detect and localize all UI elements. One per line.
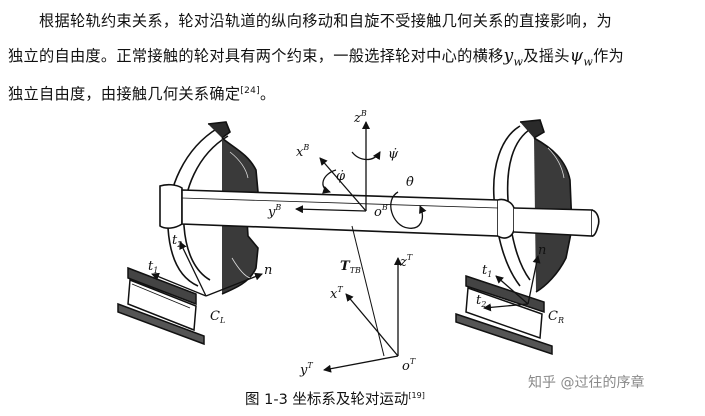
paragraph-text-3b: 。 xyxy=(260,85,276,104)
figure-caption: 图 1-3 坐标系及轮对运动[19] xyxy=(245,391,425,408)
t2-left-label: t2 xyxy=(172,233,182,249)
paragraph-line-2: 独立的自由度。正常接触的轮对具有两个约束，一般选择轮对中心的横移yw及摇头ψw作… xyxy=(8,39,698,74)
paragraph-line-3: 独立自由度，由接触几何关系确定[24]。 xyxy=(8,74,698,109)
left-contact-frame xyxy=(151,241,263,297)
yB-label: yB xyxy=(267,203,281,220)
zT-label: zT xyxy=(399,253,413,270)
transform-T-label: TTB xyxy=(340,259,361,275)
watermark: 知乎 @过往的序章 xyxy=(528,375,645,391)
xT-label: xT xyxy=(330,285,343,302)
right-rail xyxy=(455,274,553,356)
phi-dot-label: φ̇ xyxy=(336,169,346,184)
body-axes xyxy=(295,121,427,357)
paragraph-text-1: 根据轮轨约束关系，轮对沿轨道的纵向移动和自旋不受接触几何关系的直接影响，为 xyxy=(39,12,613,30)
oB-label: oB xyxy=(374,203,388,220)
t2-right-label: t2 xyxy=(476,293,486,309)
n-right-label: n xyxy=(538,243,546,258)
zB-label: zB xyxy=(353,109,367,126)
paragraph-text-2c: 作为 xyxy=(593,47,625,65)
body-paragraph: 根据轮轨约束关系，轮对沿轨道的纵向移动和自旋不受接触几何关系的直接影响，为 独立… xyxy=(8,4,698,109)
paragraph-text-2b: 及摇头 xyxy=(523,47,570,65)
citation-ref: [24] xyxy=(240,86,260,96)
wheelset-coordinate-diagram: zB xB yB oB φ̇ ψ̇ θ̇ TTB zT xT yT oT n n… xyxy=(117,109,600,378)
t1-left-label: t1 xyxy=(148,259,158,275)
symbol-yw: yw xyxy=(503,46,524,69)
psi-dot-label: ψ̇ xyxy=(388,147,399,162)
xB-label: xB xyxy=(296,143,309,160)
track-axes xyxy=(323,257,402,373)
t1-right-label: t1 xyxy=(482,263,492,279)
symbol-psiw: ψw xyxy=(569,46,594,69)
left-rail xyxy=(117,266,205,346)
CR-label: CR xyxy=(548,309,564,325)
CL-label: CL xyxy=(210,309,225,325)
right-contact-frame xyxy=(483,255,541,312)
theta-dot-label: θ̇ xyxy=(406,175,414,190)
oT-label: oT xyxy=(402,357,416,374)
yT-label: yT xyxy=(299,361,313,378)
caption-ref: [19] xyxy=(408,391,425,401)
paragraph-text-3a: 独立自由度，由接触几何关系确定 xyxy=(8,85,241,104)
n-left-label: n xyxy=(264,263,272,278)
paragraph-line-1: 根据轮轨约束关系，轮对沿轨道的纵向移动和自旋不受接触几何关系的直接影响，为 xyxy=(8,4,698,39)
paragraph-text-2a: 独立的自由度。正常接触的轮对具有两个约束，一般选择轮对中心的横移 xyxy=(8,47,504,65)
